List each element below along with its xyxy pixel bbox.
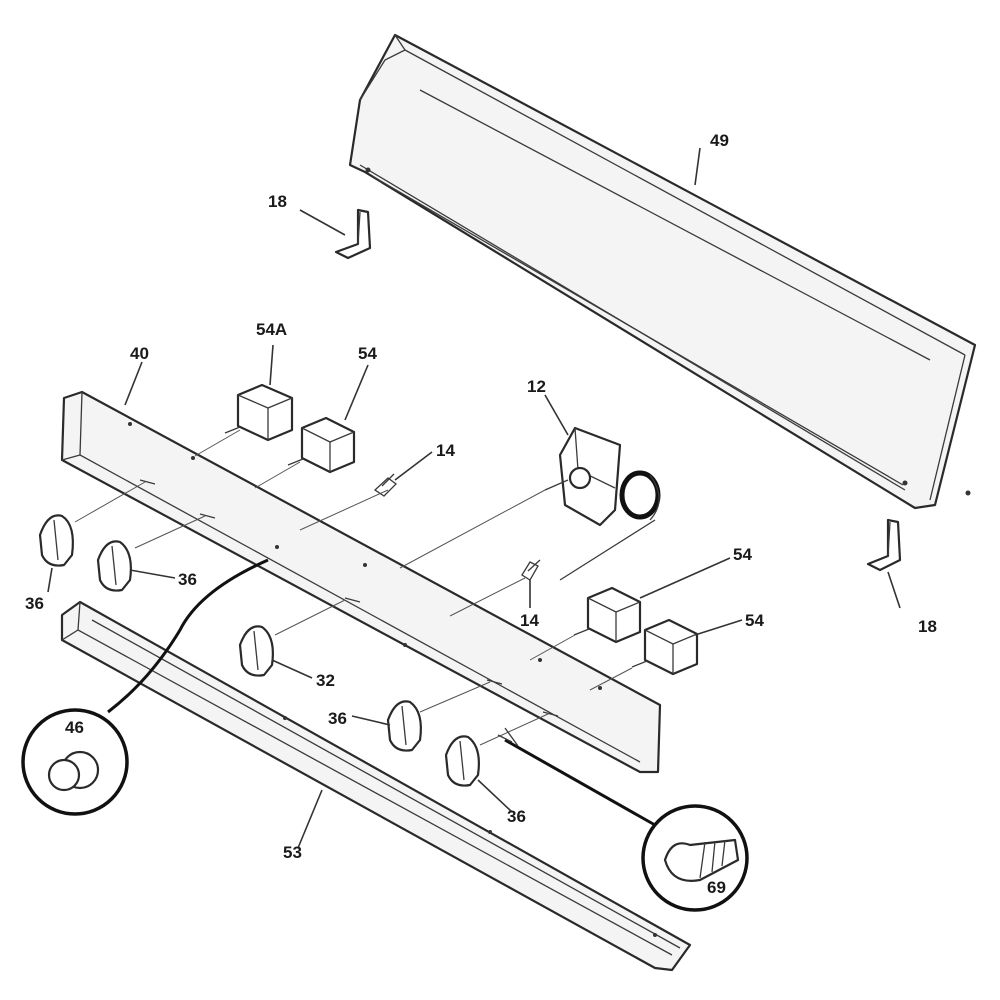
label-36-b: 36 — [178, 570, 197, 589]
label-36-c: 36 — [328, 709, 347, 728]
label-53: 53 — [283, 843, 302, 862]
label-69: 69 — [707, 878, 726, 897]
label-54-upper: 54 — [358, 344, 377, 363]
callout-69 — [497, 727, 749, 912]
label-54a: 54A — [256, 320, 287, 339]
label-54-lower-a: 54 — [733, 545, 752, 564]
switch-54-lower-b — [631, 618, 699, 676]
switch-54a — [224, 383, 294, 442]
switch-54-upper — [287, 416, 356, 474]
knob-36-b — [96, 540, 132, 592]
backguard-panel — [348, 33, 977, 510]
label-14-lower: 14 — [520, 611, 539, 630]
label-36-a: 36 — [25, 594, 44, 613]
label-40: 40 — [130, 344, 149, 363]
switch-54-lower-a — [573, 586, 642, 644]
bracket-right — [866, 518, 902, 572]
leader-lines — [47, 147, 901, 849]
label-14-upper: 14 — [436, 441, 455, 460]
label-36-d: 36 — [507, 807, 526, 826]
label-54-lower-b: 54 — [745, 611, 764, 630]
timer-assembly — [544, 426, 661, 581]
knob-36-d — [444, 735, 480, 787]
knob-32 — [238, 625, 274, 677]
control-panel — [60, 390, 662, 774]
alignment-lines — [74, 429, 633, 746]
trim-strip — [60, 600, 692, 972]
part-labels: 49 18 18 54A 40 54 12 14 14 54 54 36 36 … — [25, 131, 937, 897]
screw-lower — [521, 559, 541, 581]
label-49: 49 — [710, 131, 729, 150]
knob-36-a — [38, 514, 74, 567]
screw-upper — [373, 473, 397, 497]
label-12: 12 — [527, 377, 546, 396]
label-18-left: 18 — [268, 192, 287, 211]
knob-36-c — [386, 700, 422, 752]
label-32: 32 — [316, 671, 335, 690]
callout-46 — [21, 558, 269, 816]
label-46: 46 — [65, 718, 84, 737]
label-18-right: 18 — [918, 617, 937, 636]
bracket-left — [334, 208, 372, 260]
